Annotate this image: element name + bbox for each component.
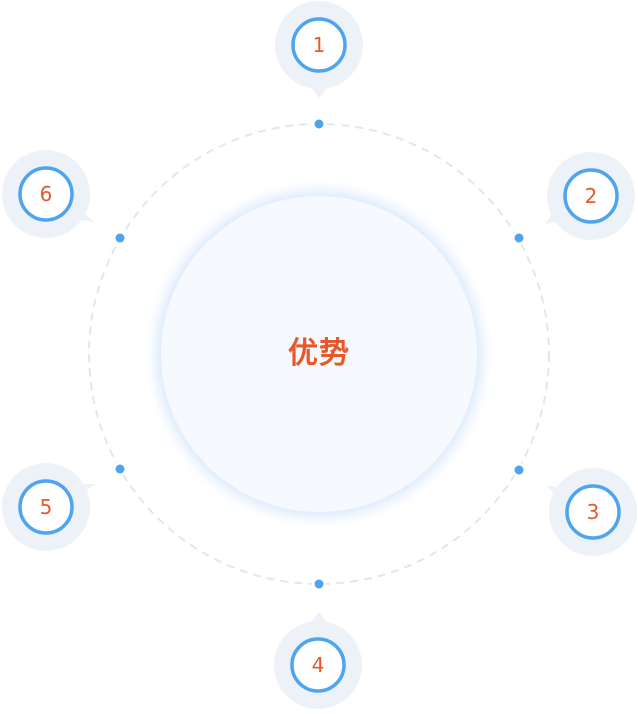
node-4[interactable]: 4 — [274, 612, 362, 709]
node-1-pointer — [310, 86, 328, 98]
center-disc — [161, 196, 477, 512]
orbit-dot-4 — [312, 577, 326, 591]
node-5-label: 5 — [40, 495, 53, 519]
node-5-ring — [18, 479, 74, 535]
node-4-label: 4 — [312, 653, 325, 677]
node-5[interactable]: 5 — [2, 463, 96, 551]
orbit-dot-1 — [312, 117, 326, 131]
node-1-label: 1 — [313, 33, 326, 57]
node-6[interactable]: 6 — [2, 150, 94, 238]
node-6-ring — [18, 166, 74, 222]
node-6-label: 6 — [40, 182, 53, 206]
node-3-ring — [565, 484, 621, 540]
node-1[interactable]: 1 — [275, 1, 363, 98]
node-3[interactable]: 3 — [546, 468, 637, 556]
node-4-ring — [290, 637, 346, 693]
node-2-label: 2 — [585, 184, 598, 208]
orbit-dot-5 — [113, 462, 127, 476]
orbit-dots — [113, 117, 526, 591]
node-2[interactable]: 2 — [545, 152, 635, 240]
orbit-dot-6 — [113, 231, 127, 245]
orbit-dot-2 — [512, 231, 526, 245]
orbit-dot-3 — [512, 463, 526, 477]
node-4-pointer — [310, 612, 328, 624]
node-3-label: 3 — [587, 500, 600, 524]
node-2-ring — [563, 168, 619, 224]
node-1-ring — [291, 17, 347, 73]
